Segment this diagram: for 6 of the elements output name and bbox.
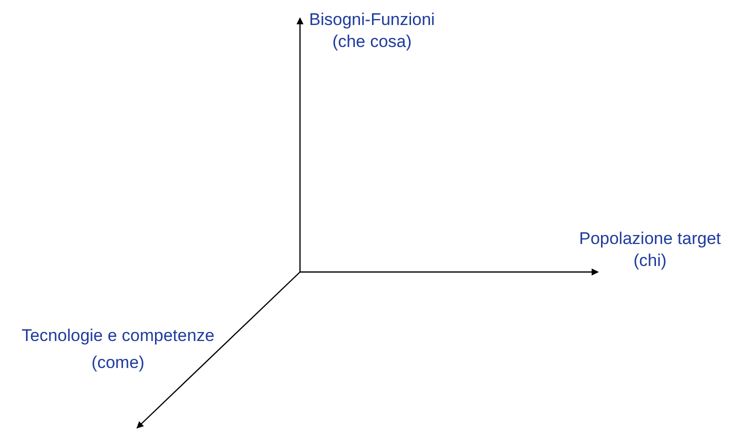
axis-sublabel: (che cosa) [332,32,412,52]
axis-sublabel: (come) [92,353,144,373]
axis-label: Bisogni-Funzioni [309,10,435,30]
axis-label: Popolazione target [579,229,721,249]
axis-label: Tecnologie e competenze [22,326,214,346]
axis-sublabel: (chi) [633,251,667,271]
